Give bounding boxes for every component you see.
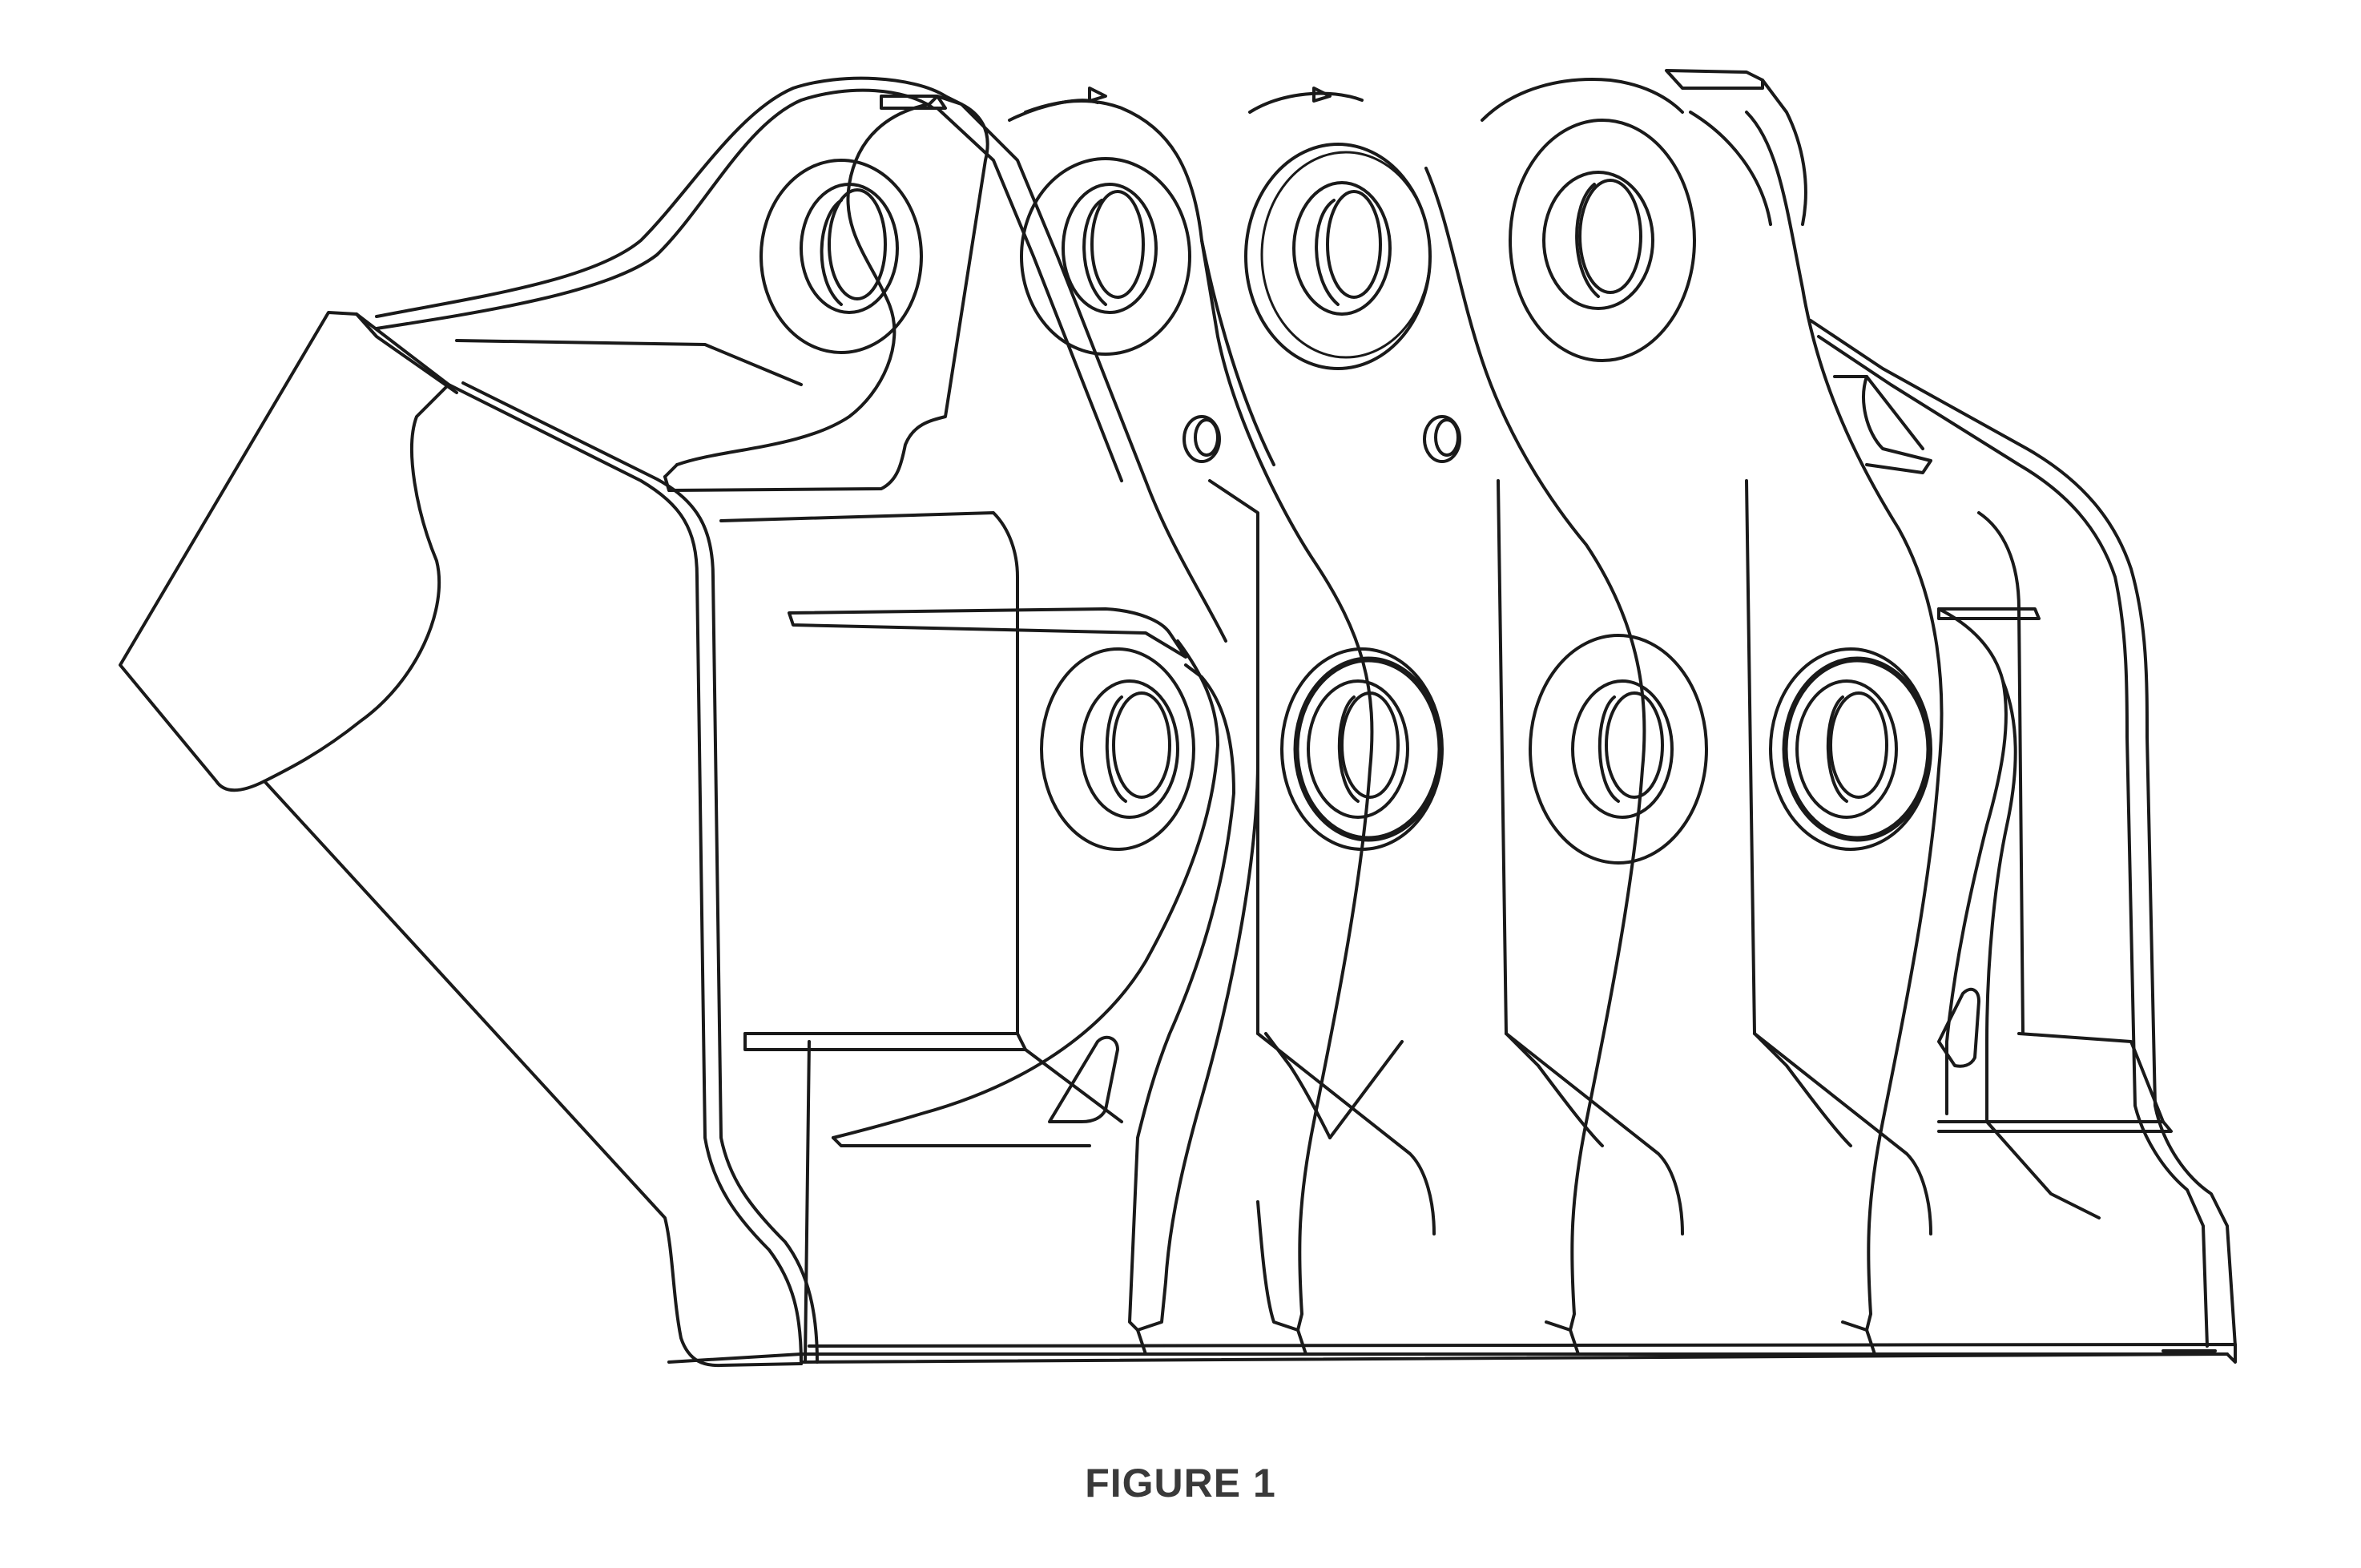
left-housing [119,76,1123,1368]
horizontal-slot [788,607,1187,659]
lug-plate-a [1008,87,1404,1332]
bottom-gussets [1256,1032,1932,1235]
lug-plate-c [1481,69,1944,1332]
right-housing [1761,79,2237,1348]
lower-bosses [1040,634,1932,865]
lug-top-left [663,95,1227,643]
upper-boss-4 [1509,119,1696,362]
figure-caption: FIGURE 1 [1085,1461,1276,1506]
lug-bottom-left [832,639,1259,1332]
lower-boss-4 [1769,647,1932,851]
upper-boss-3 [1244,143,1432,370]
upper-bosses [759,119,1696,370]
lug-bottom-right [1937,607,2101,1219]
upper-boss-1 [759,159,923,354]
upper-boss-2 [1020,157,1191,356]
lower-boss-2 [1280,647,1444,851]
lug-plate-b [1248,87,1646,1332]
lower-boss-3 [1529,634,1708,865]
base-plate [667,1343,2237,1365]
lug-plates [1008,69,1944,1332]
lower-boss-1 [1040,647,1195,851]
plate-feet [1136,1328,1876,1356]
